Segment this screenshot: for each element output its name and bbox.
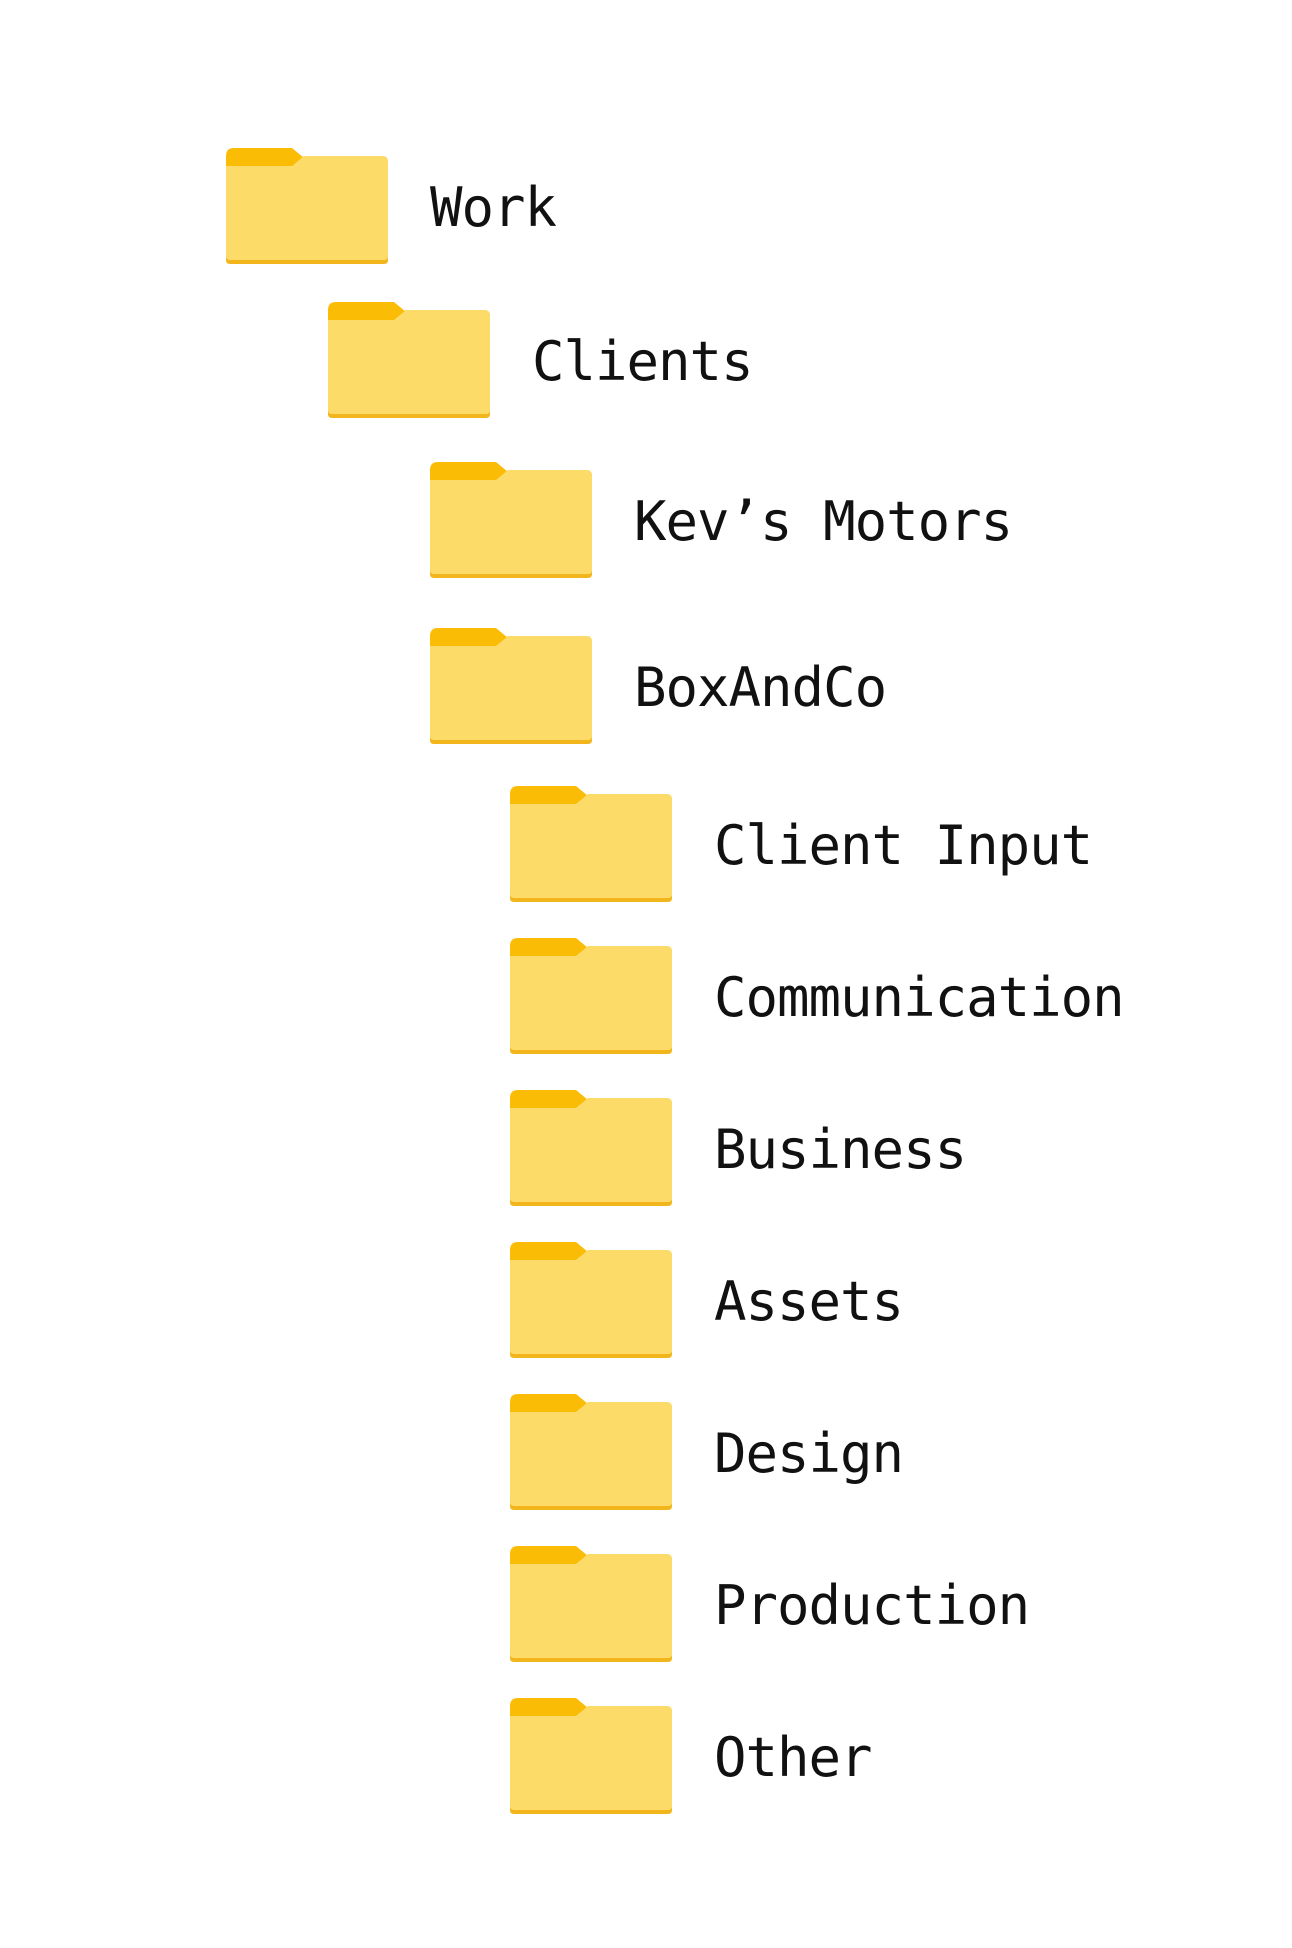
folder-icon (510, 1698, 672, 1814)
folder-label: Production (714, 1574, 1030, 1637)
folder-item[interactable]: Assets (510, 1242, 904, 1362)
folder-label: Client Input (714, 814, 1093, 877)
folder-item[interactable]: Design (510, 1394, 904, 1514)
folder-icon (510, 1546, 672, 1662)
folder-item[interactable]: Business (510, 1090, 967, 1210)
folder-label: Work (430, 176, 557, 239)
folder-label: BoxAndCo (634, 656, 887, 719)
folder-label: Communication (714, 966, 1125, 1029)
folder-label: Design (714, 1422, 904, 1485)
folder-item[interactable]: Client Input (510, 786, 1093, 906)
folder-item[interactable]: Clients (328, 302, 754, 422)
folder-icon (226, 148, 388, 264)
folder-item[interactable]: Communication (510, 938, 1125, 1058)
folder-icon (328, 302, 490, 418)
folder-item[interactable]: Kev’s Motors (430, 462, 1013, 582)
folder-icon (430, 462, 592, 578)
folder-item[interactable]: Other (510, 1698, 873, 1818)
folder-item[interactable]: Production (510, 1546, 1030, 1666)
folder-icon (510, 1090, 672, 1206)
folder-item[interactable]: BoxAndCo (430, 628, 887, 748)
folder-icon (510, 786, 672, 902)
folder-icon (510, 1242, 672, 1358)
folder-icon (430, 628, 592, 744)
folder-label: Assets (714, 1270, 904, 1333)
folder-label: Clients (532, 330, 754, 393)
folder-icon (510, 938, 672, 1054)
folder-label: Kev’s Motors (634, 490, 1013, 553)
folder-icon (510, 1394, 672, 1510)
folder-label: Business (714, 1118, 967, 1181)
folder-label: Other (714, 1726, 873, 1789)
folder-item[interactable]: Work (226, 148, 557, 268)
